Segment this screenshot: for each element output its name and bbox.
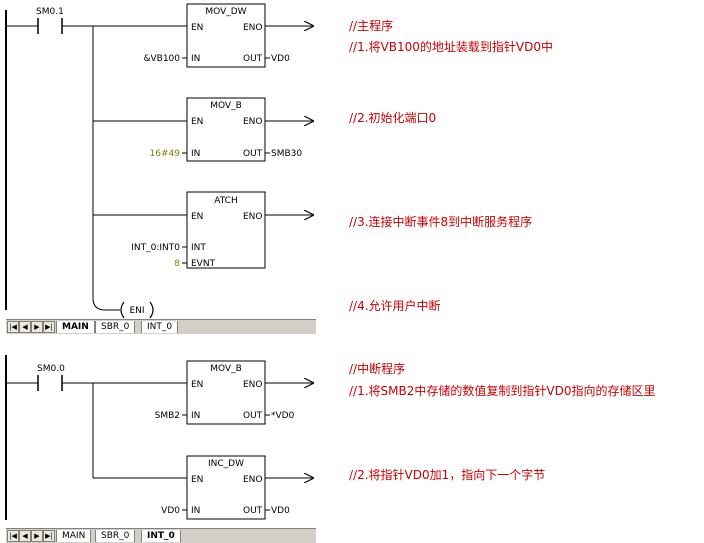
comment-int-step-1: //1.将SMB2中存储的数值复制到指针VD0指向的存储区里 <box>349 384 656 398</box>
block-title: INC_DW <box>208 459 244 469</box>
comment-main-title: //主程序 <box>349 19 394 33</box>
eni-label: ENI <box>129 306 144 316</box>
mov-b-block[interactable]: MOV_B EN ENO IN OUT <box>186 97 266 162</box>
tab-sbr-0[interactable]: SBR_0 <box>95 321 136 333</box>
svg-text:EN: EN <box>191 117 203 127</box>
svg-text:EVNT: EVNT <box>191 259 216 269</box>
mov-dw-in-value: &VB100 <box>143 54 180 64</box>
tab-int-0[interactable]: INT_0 <box>141 530 181 542</box>
comment-step-1: //1.将VB100的地址装载到指针VD0中 <box>349 40 553 54</box>
contact-sm0-1[interactable]: SM0.1 <box>36 7 64 34</box>
comment-int-step-2: //2.将指针VD0加1，指向下一个字节 <box>349 468 546 482</box>
svg-text:ENO: ENO <box>243 212 263 222</box>
inc-dw-in-value: VD0 <box>161 506 180 516</box>
tab-bar-2: |◀ ◀ ▶ ▶| MAIN SBR_0 INT_0 <box>6 528 316 543</box>
first-tab-icon[interactable]: |◀ <box>7 530 19 542</box>
mov-b-out-value: SMB30 <box>271 149 302 159</box>
mov-b-in-value: 16#49 <box>150 149 181 159</box>
svg-text:ENO: ENO <box>243 380 263 390</box>
mov-b-block-2[interactable]: MOV_B EN ENO IN OUT <box>186 360 266 425</box>
svg-text:OUT: OUT <box>243 149 263 159</box>
tab-main[interactable]: MAIN <box>56 530 92 542</box>
next-tab-icon[interactable]: ▶ <box>31 530 43 542</box>
svg-text:EN: EN <box>191 380 203 390</box>
svg-text:EN: EN <box>191 23 203 33</box>
svg-text:EN: EN <box>191 212 203 222</box>
inc-dw-out-value: VD0 <box>271 506 290 516</box>
atch-block[interactable]: ATCH EN ENO INT EVNT <box>186 191 266 269</box>
mov-b-2-out-value: *VD0 <box>271 411 295 421</box>
last-tab-icon[interactable]: ▶| <box>43 321 55 333</box>
svg-text:ENO: ENO <box>243 475 263 485</box>
comment-step-4: //4.允许用户中断 <box>349 299 441 313</box>
eni-coil[interactable]: ENI <box>120 301 154 319</box>
prev-tab-icon[interactable]: ◀ <box>19 321 31 333</box>
contact-label: SM0.1 <box>36 7 64 17</box>
comment-step-3: //3.连接中断事件8到中断服务程序 <box>349 215 533 229</box>
tab-int-0[interactable]: INT_0 <box>141 321 179 333</box>
svg-text:IN: IN <box>191 54 200 64</box>
svg-text:OUT: OUT <box>243 54 263 64</box>
block-title: MOV_B <box>210 364 242 374</box>
first-tab-icon[interactable]: |◀ <box>7 321 19 333</box>
svg-text:OUT: OUT <box>243 411 263 421</box>
prev-tab-icon[interactable]: ◀ <box>19 530 31 542</box>
next-tab-icon[interactable]: ▶ <box>31 321 43 333</box>
block-title: MOV_B <box>210 101 242 111</box>
contact-sm0-0[interactable]: SM0.0 <box>37 364 65 391</box>
comment-step-2: //2.初始化端口0 <box>349 111 437 125</box>
svg-text:OUT: OUT <box>243 506 263 516</box>
inc-dw-block[interactable]: INC_DW EN ENO IN OUT <box>186 455 266 520</box>
block-title: ATCH <box>214 196 237 206</box>
svg-text:IN: IN <box>191 149 200 159</box>
mov-dw-block[interactable]: MOV_DW EN ENO IN OUT <box>186 3 266 68</box>
comment-int-title: //中断程序 <box>349 362 406 376</box>
network-1: SM0.1 MOV_DW EN ENO IN OUT &VB100 VD0 MO… <box>5 3 313 319</box>
svg-text:EN: EN <box>191 475 203 485</box>
svg-text:ENO: ENO <box>243 23 263 33</box>
svg-text:INT: INT <box>191 243 206 253</box>
last-tab-icon[interactable]: ▶| <box>43 530 55 542</box>
atch-evnt-value: 8 <box>174 259 180 269</box>
tab-bar-1: |◀ ◀ ▶ ▶| MAIN SBR_0 INT_0 <box>6 319 316 334</box>
mov-dw-out-value: VD0 <box>271 54 290 64</box>
svg-text:IN: IN <box>191 506 200 516</box>
atch-int-value: INT_0:INT0 <box>131 243 180 253</box>
tab-main[interactable]: MAIN <box>56 321 95 333</box>
svg-text:IN: IN <box>191 411 200 421</box>
block-title: MOV_DW <box>205 7 246 17</box>
network-2: SM0.0 MOV_B EN ENO IN OUT SMB2 *VD0 INC_… <box>5 355 313 520</box>
mov-b-2-in-value: SMB2 <box>155 411 180 421</box>
tab-sbr-0[interactable]: SBR_0 <box>95 530 136 542</box>
contact-label: SM0.0 <box>37 364 65 374</box>
svg-text:ENO: ENO <box>243 117 263 127</box>
